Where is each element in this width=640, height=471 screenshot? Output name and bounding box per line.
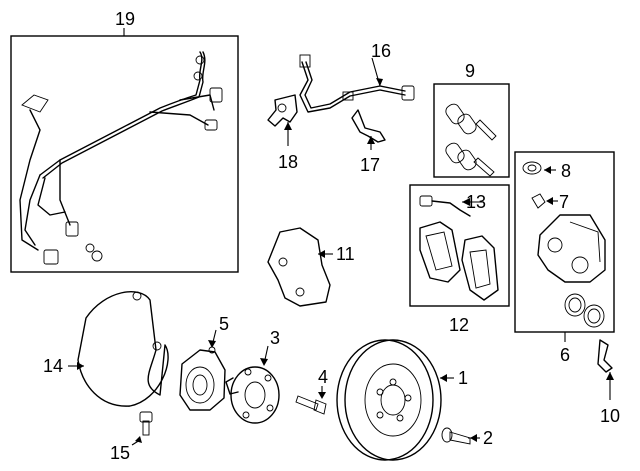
- callout-1: 1: [458, 368, 468, 388]
- callout-13: 13: [466, 192, 486, 212]
- callout-12: 12: [449, 315, 469, 335]
- callout-2: 2: [483, 428, 493, 448]
- brake-hose: [299, 54, 415, 113]
- callout-5: 5: [219, 314, 229, 334]
- rotor-screw: [441, 427, 480, 445]
- wheel-speed-sensor: [267, 94, 298, 146]
- splash-shield: [68, 291, 169, 407]
- pad-wear-sensor: [419, 195, 484, 217]
- guide-pin-kit: [445, 103, 497, 177]
- callout-7: 7: [559, 192, 569, 212]
- shield-bolt: [131, 411, 153, 446]
- guide-pin-box: [433, 83, 510, 178]
- callout-4: 4: [318, 367, 328, 387]
- bleeder-cap: [522, 161, 556, 175]
- wiring-harness: [19, 51, 223, 265]
- callout-6: 6: [560, 345, 570, 365]
- bleeder-screw: [531, 193, 558, 209]
- callout-18: 18: [278, 152, 298, 172]
- brake-pad-box: [409, 184, 510, 307]
- callout-11: 11: [336, 244, 355, 264]
- callout-8: 8: [561, 161, 571, 181]
- caliper-bracket: [267, 227, 333, 307]
- callout-15: 15: [110, 443, 130, 463]
- wheel-hub: [225, 345, 280, 424]
- callout-10: 10: [600, 406, 620, 426]
- callout-16: 16: [371, 41, 391, 61]
- hub-bolt: [295, 386, 327, 415]
- callout-17: 17: [360, 155, 380, 175]
- callout-3: 3: [270, 328, 280, 348]
- brake-caliper: [537, 214, 606, 328]
- brake-pad-set: [419, 221, 499, 301]
- callout-19: 19: [115, 9, 135, 29]
- callout-14: 14: [43, 356, 63, 376]
- hub-bearing: [179, 329, 226, 411]
- brake-rotor: [336, 339, 454, 461]
- hose-bracket: [351, 109, 386, 150]
- small-bracket: [597, 339, 614, 400]
- callout-9: 9: [465, 61, 475, 81]
